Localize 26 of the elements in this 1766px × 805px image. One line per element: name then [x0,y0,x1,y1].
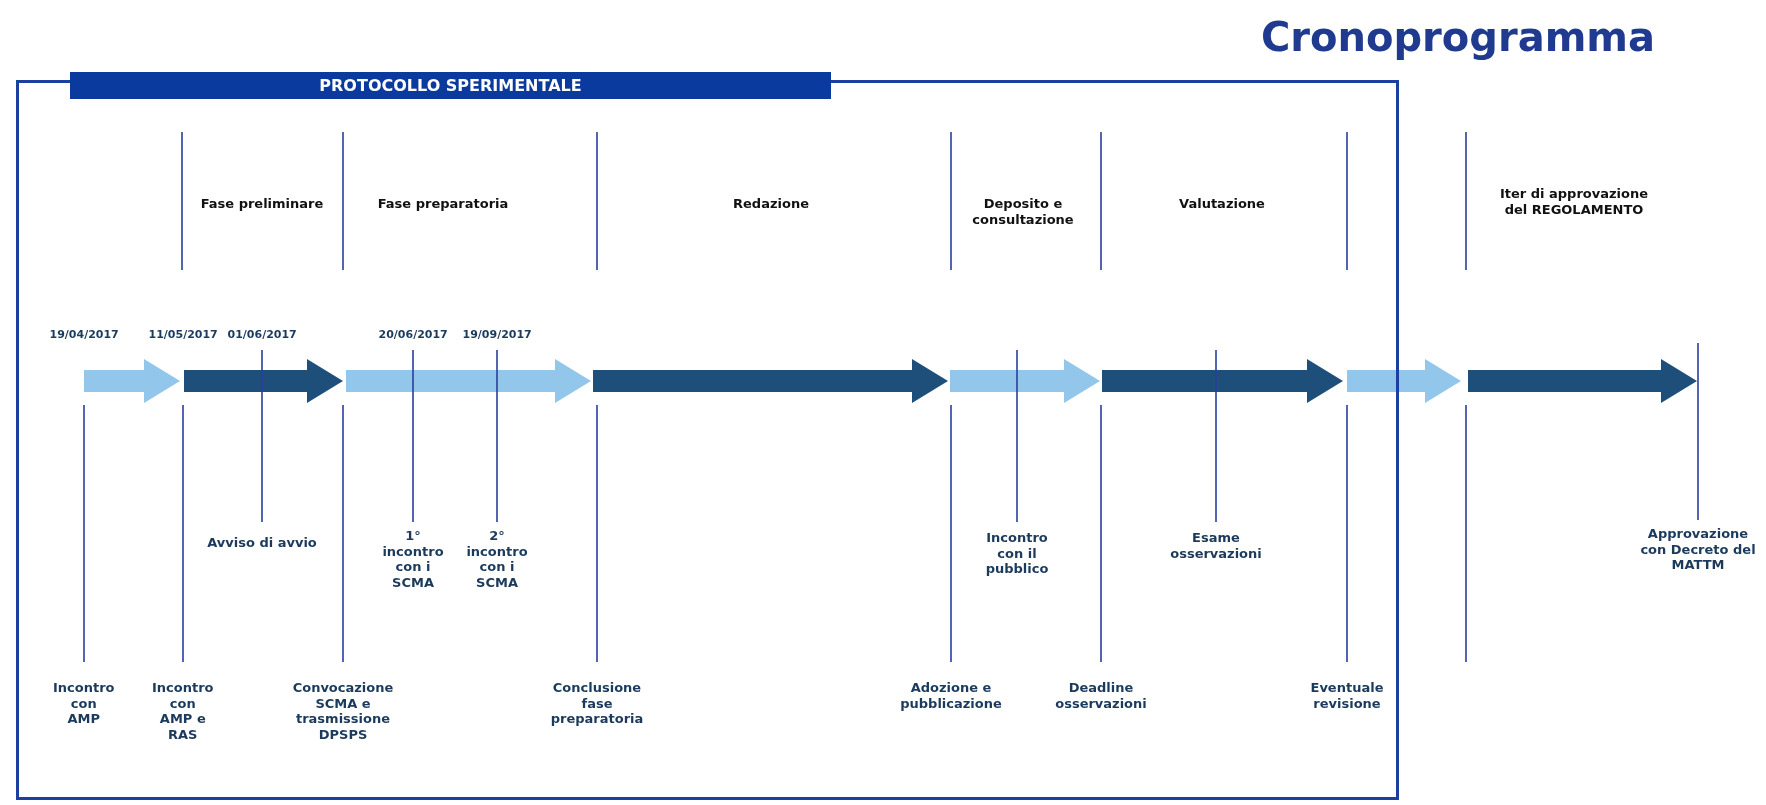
phase-label: Redazione [732,196,810,212]
milestone-label: Eventuale revisione [1309,680,1385,712]
milestone-label: Approvazione con Decreto del MATTM [1639,526,1757,573]
milestone-label: Esame osservazioni [1169,530,1263,562]
phase-label: Deposito e consultazione [971,196,1075,228]
date-label: 20/06/2017 [378,328,448,342]
phase-label: Fase preliminare [199,196,325,212]
phase-label: Fase preparatoria [376,196,510,212]
milestone-label: Conclusione fase preparatoria [549,680,645,727]
date-label: 19/09/2017 [462,328,532,342]
milestone-label: Incontro con AMP e RAS [152,680,214,743]
phase-label: Valutazione [1178,196,1266,212]
milestone-label: Adozione e pubblicazione [899,680,1003,712]
milestone-label: Incontro con AMP [53,680,115,727]
date-label: 19/04/2017 [49,328,119,342]
milestone-label: Deadline osservazioni [1054,680,1148,712]
date-label: 11/05/2017 [148,328,218,342]
phase-label: Iter di approvazione del REGOLAMENTO [1499,186,1649,218]
date-label: 01/06/2017 [227,328,297,342]
milestone-label: 2° incontro con i SCMA [465,528,529,591]
frame-heading: PROTOCOLLO SPERIMENTALE [70,72,831,99]
page-title: Cronoprogramma [1260,14,1655,60]
milestone-label: Convocazione SCMA e trasmissione DPSPS [291,680,395,743]
milestone-label: Avviso di avvio [206,535,318,551]
milestone-label: Incontro con il pubblico [984,530,1050,577]
milestone-label: 1° incontro con i SCMA [381,528,445,591]
